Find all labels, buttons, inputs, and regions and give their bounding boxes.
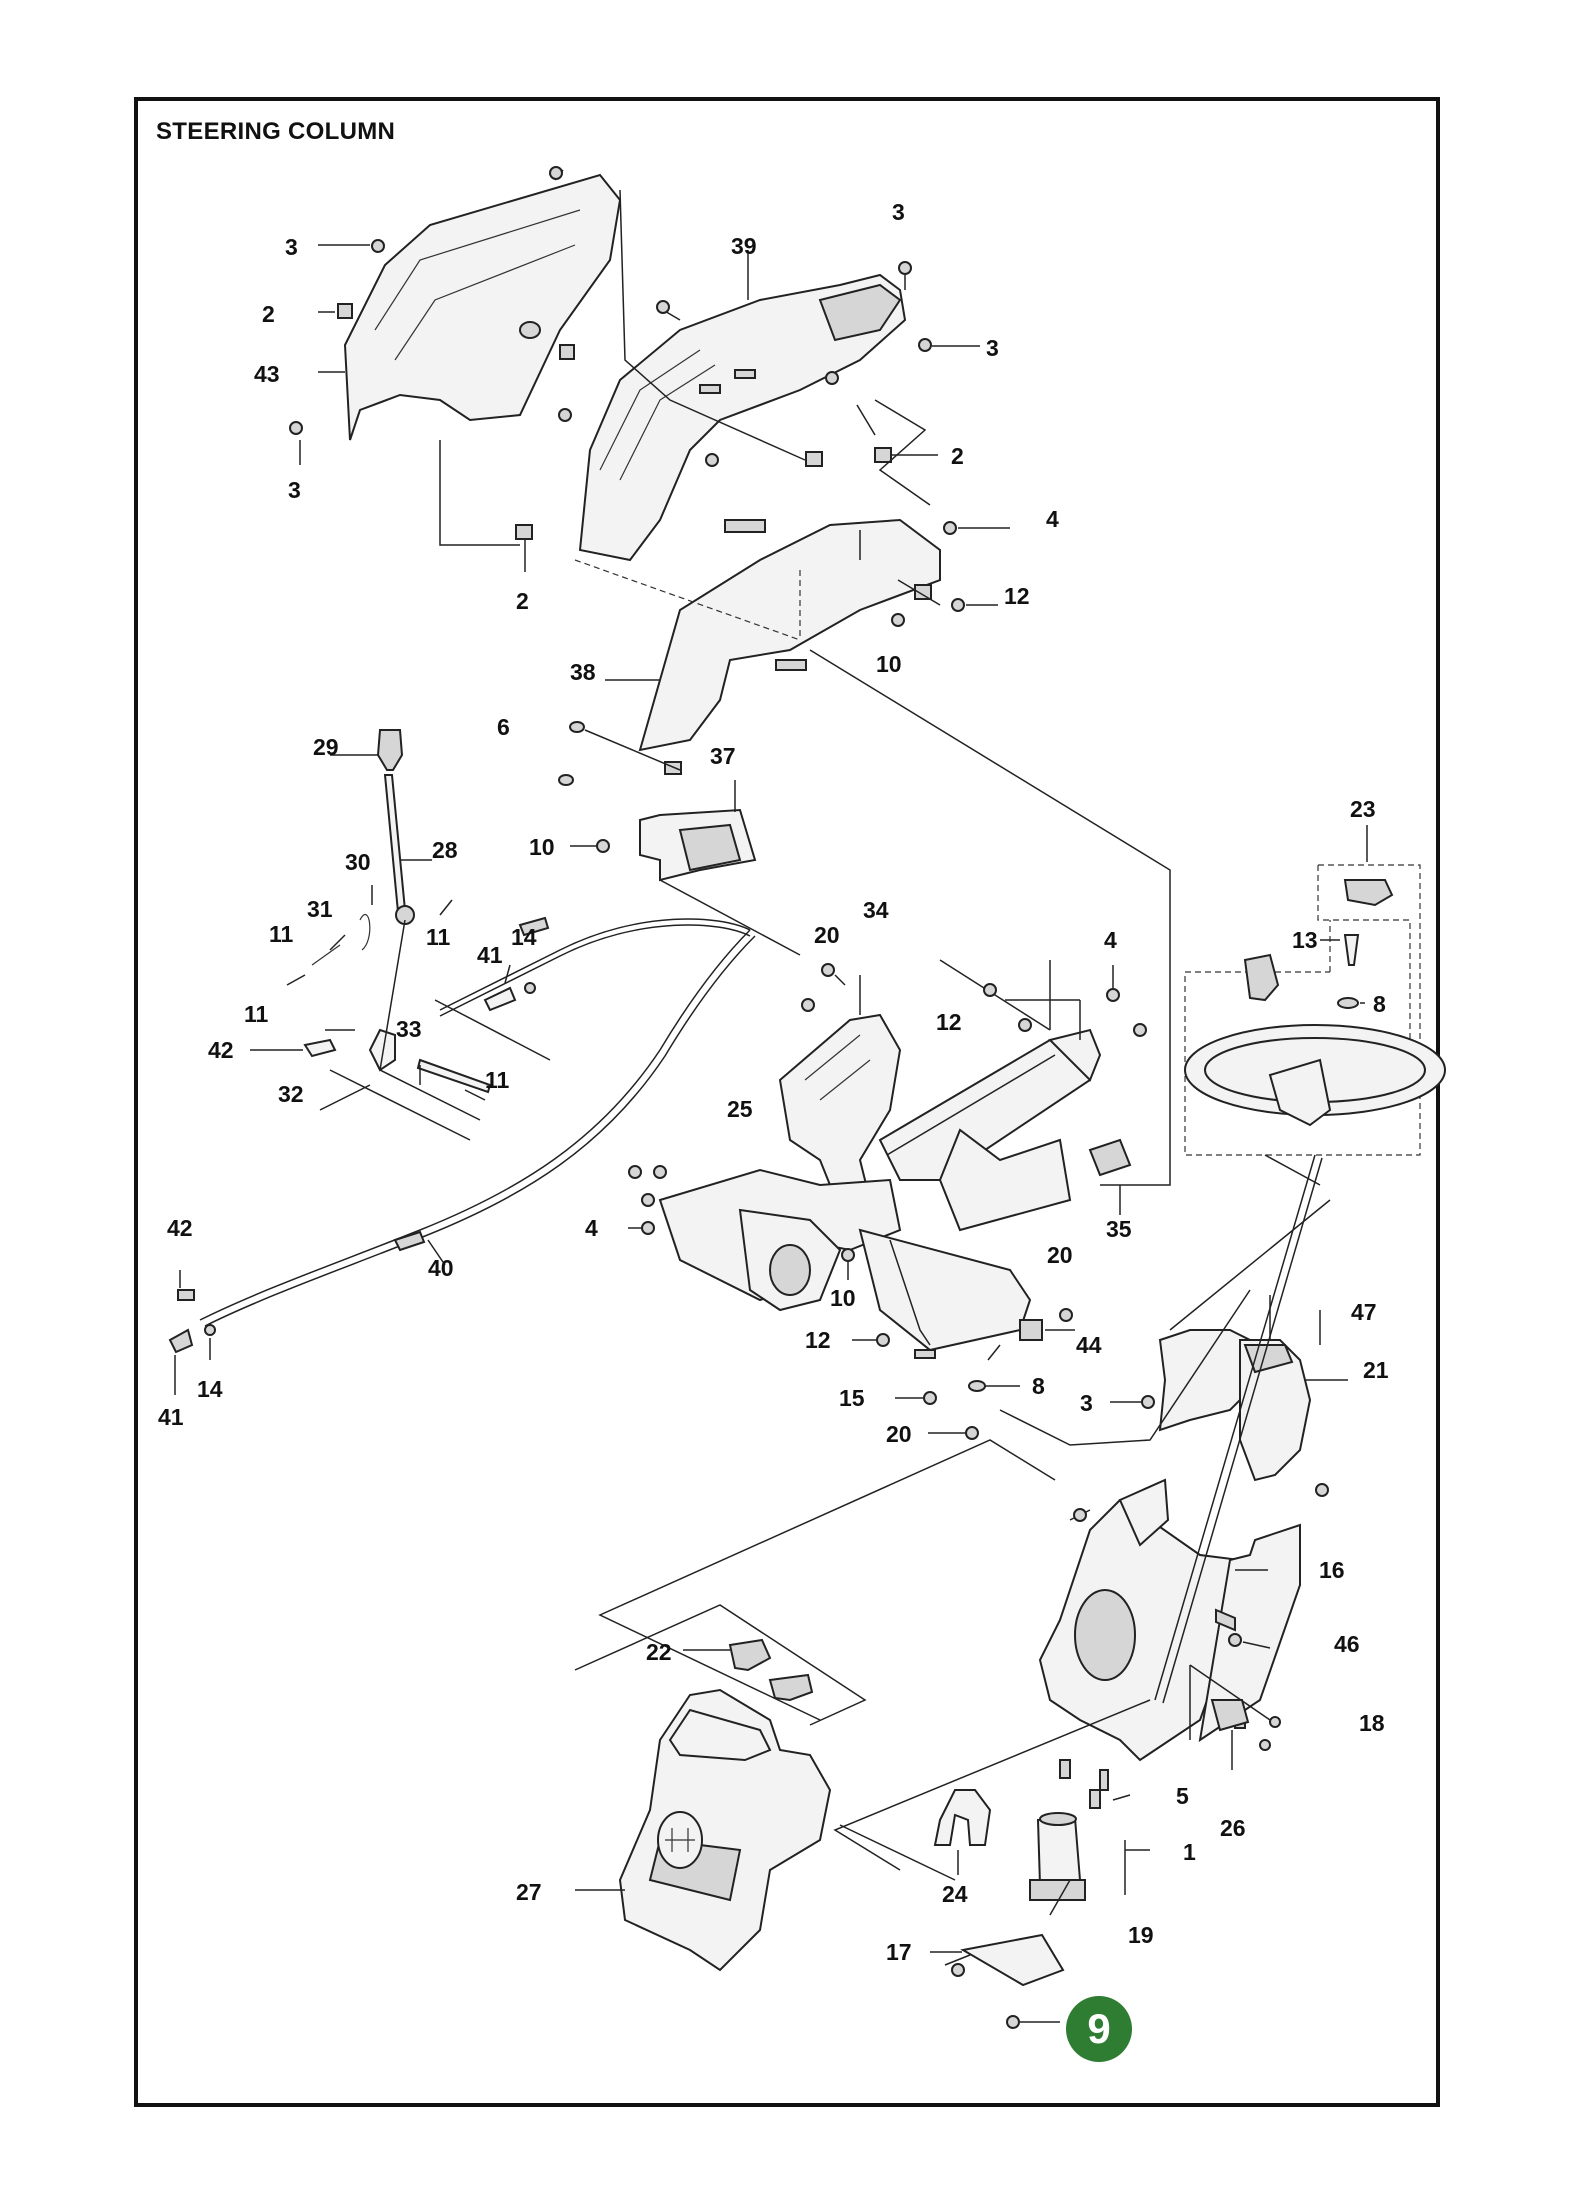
callout-41: 41 [477, 942, 503, 968]
callout-12: 12 [1004, 583, 1030, 609]
callout-38: 38 [570, 659, 596, 685]
callout-21: 21 [1363, 1357, 1389, 1383]
page-number-badge: 9 [1066, 1996, 1132, 2062]
callout-37: 37 [710, 743, 736, 769]
callout-34: 34 [863, 897, 889, 923]
hood-cover-27 [574, 1604, 992, 1972]
diagram-frame [134, 97, 1440, 2107]
callout-14: 14 [511, 924, 537, 950]
callout-29: 29 [313, 734, 339, 760]
callout-12: 12 [805, 1327, 831, 1353]
callout-8: 8 [1032, 1373, 1045, 1399]
callout-10: 10 [830, 1285, 856, 1311]
callout-30: 30 [345, 849, 371, 875]
callout-25: 25 [727, 1096, 753, 1122]
callout-35: 35 [1106, 1216, 1132, 1242]
callout-1: 1 [1183, 1839, 1196, 1865]
callout-2: 2 [516, 588, 529, 614]
callout-32: 32 [278, 1081, 304, 1107]
callout-20: 20 [814, 922, 840, 948]
clips-2 [515, 447, 938, 572]
callout-8: 8 [1373, 991, 1386, 1017]
callout-20: 20 [1047, 1242, 1073, 1268]
callout-11: 11 [269, 921, 294, 947]
callout-22: 22 [646, 1639, 672, 1665]
steering-frame-25 [628, 959, 1147, 1352]
callout-19: 19 [1128, 1922, 1154, 1948]
callout-11: 11 [426, 924, 451, 950]
callout-20: 20 [886, 1421, 912, 1447]
side-panel-43 [289, 166, 622, 465]
shift-cable-40 [168, 916, 756, 1395]
callout-3: 3 [288, 477, 301, 503]
callout-2: 2 [262, 301, 275, 327]
leader-lines-top [439, 189, 1171, 1186]
callout-41: 41 [158, 1404, 184, 1430]
callout-23: 23 [1350, 796, 1376, 822]
bracket-37 [558, 721, 801, 956]
callout-10: 10 [529, 834, 555, 860]
callout-13: 13 [1292, 927, 1318, 953]
callout-26: 26 [1220, 1815, 1246, 1841]
callout-5: 5 [1176, 1783, 1189, 1809]
callout-10: 10 [876, 651, 902, 677]
callout-18: 18 [1359, 1710, 1385, 1736]
callout-42: 42 [167, 1215, 193, 1241]
callout-3: 3 [285, 234, 298, 260]
callout-46: 46 [1334, 1631, 1360, 1657]
callout-4: 4 [585, 1215, 598, 1241]
callout-47: 47 [1351, 1299, 1377, 1325]
callout-16: 16 [1319, 1557, 1345, 1583]
callout-4: 4 [1104, 927, 1117, 953]
page-title: STEERING COLUMN [156, 118, 396, 145]
callout-3: 3 [986, 335, 999, 361]
callout-24: 24 [942, 1881, 968, 1907]
steering-column-motor [598, 1154, 1323, 2029]
callout-3: 3 [892, 199, 905, 225]
callout-44: 44 [1076, 1332, 1102, 1358]
callout-15: 15 [839, 1385, 865, 1411]
callout-31: 31 [307, 896, 333, 922]
callout-4: 4 [1046, 506, 1059, 532]
callout-33: 33 [396, 1016, 422, 1042]
lower-panel-38 [574, 518, 1010, 775]
callout-39: 39 [731, 233, 757, 259]
callout-11: 11 [485, 1067, 510, 1093]
callout-2: 2 [951, 443, 964, 469]
callout-11: 11 [244, 1001, 269, 1027]
callout-40: 40 [428, 1255, 454, 1281]
callout-28: 28 [432, 837, 458, 863]
callout-43: 43 [254, 361, 280, 387]
hardware-lower-frame [852, 1239, 1075, 1440]
dash-console-39 [558, 250, 980, 562]
shift-lever-assembly [250, 729, 492, 1141]
callout-42: 42 [208, 1037, 234, 1063]
callout-17: 17 [886, 1939, 912, 1965]
steering-wheel-group [1184, 825, 1446, 1186]
callout-27: 27 [516, 1879, 542, 1905]
callout-labels: 3 2 43 3 2 39 3 3 2 4 12 10 38 6 37 29 2… [158, 199, 1389, 1965]
callout-6: 6 [497, 714, 510, 740]
column-shroud-21 [999, 1199, 1348, 1770]
callout-3: 3 [1080, 1390, 1093, 1416]
callout-12: 12 [936, 1009, 962, 1035]
callout-14: 14 [197, 1376, 223, 1402]
